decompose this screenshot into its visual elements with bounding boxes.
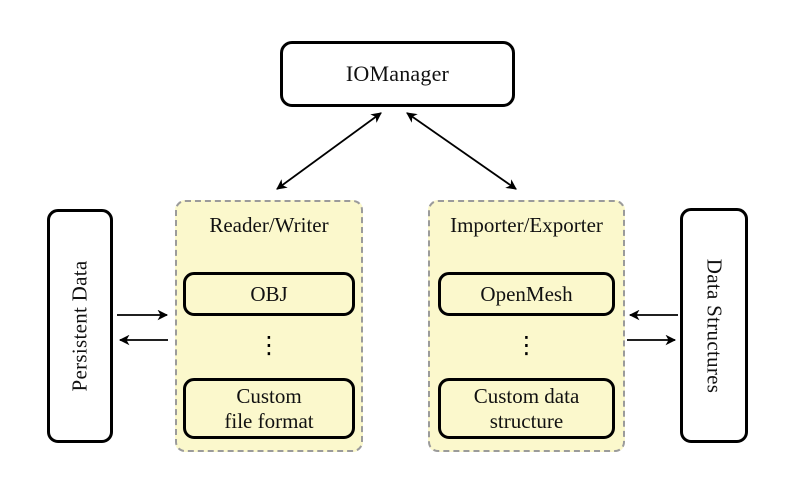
arrow-iomanager-readerwriter [276,112,382,190]
data-structures-box: Data Structures [680,208,748,443]
openmesh-label: OpenMesh [480,281,573,306]
custom-file-format-label: Custom file format [224,384,314,433]
importer-exporter-ellipsis: ⋮ [514,331,539,359]
reader-writer-panel: Reader/Writer OBJ ⋮ Custom file format [175,200,363,452]
obj-label: OBJ [250,281,288,306]
iomanager-label: IOManager [345,61,450,86]
reader-writer-title: Reader/Writer [209,213,329,237]
obj-box: OBJ [183,272,355,316]
importer-exporter-panel: Importer/Exporter OpenMesh ⋮ Custom data… [428,200,625,452]
arrow-iomanager-importerexporter [406,112,517,190]
persistent-data-label: Persistent Data [67,260,92,392]
openmesh-box: OpenMesh [438,272,615,316]
iomanager-box: IOManager [280,41,515,107]
persistent-data-box: Persistent Data [47,209,113,443]
custom-data-structure-box: Custom data structure [438,378,615,439]
data-structures-label: Data Structures [702,258,727,393]
custom-data-structure-label: Custom data structure [473,384,580,433]
custom-file-format-box: Custom file format [183,378,355,439]
importer-exporter-title: Importer/Exporter [450,213,603,237]
reader-writer-ellipsis: ⋮ [257,331,281,359]
